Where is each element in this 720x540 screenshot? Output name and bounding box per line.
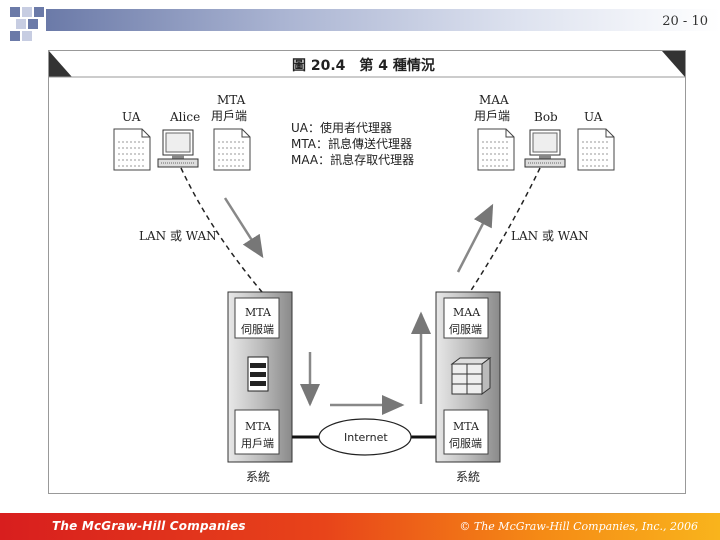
decor-square xyxy=(22,7,32,17)
right-bottom-box-line2: 伺服端 xyxy=(449,437,482,450)
right-lan-link: LAN 或 WAN xyxy=(456,167,589,293)
left-server-box-line1: MTA xyxy=(245,306,272,319)
left-system-label: 系統 xyxy=(246,470,270,484)
left-client-box-line2: 用戶端 xyxy=(241,437,274,450)
right-server-box-line1: MAA xyxy=(453,306,481,319)
decor-square xyxy=(22,31,32,41)
internet-label: Internet xyxy=(344,431,388,444)
alice-label: Alice xyxy=(169,110,200,124)
decor-square xyxy=(34,7,44,17)
header-gradient xyxy=(46,9,720,31)
left-mta-client-label-2: 用戶端 xyxy=(211,109,247,123)
legend-item-maa: MAA：訊息存取代理器 xyxy=(291,152,414,167)
slide-number: 20 - 10 xyxy=(662,14,708,29)
left-mta-client-document: MTA 用戶端 xyxy=(211,93,251,171)
right-network-label: LAN 或 WAN xyxy=(511,229,589,243)
left-system-tower: MTA 伺服端 MTA 用戶端 系統 xyxy=(227,291,293,484)
alice-computer-icon: Alice xyxy=(157,110,200,168)
decor-square xyxy=(28,19,38,29)
left-client-box-line1: MTA xyxy=(245,420,272,433)
right-bottom-box-line1: MTA xyxy=(453,420,480,433)
publisher-brand: The McGraw-Hill Companies xyxy=(52,519,246,533)
left-lan-link: LAN 或 WAN xyxy=(139,167,264,293)
right-ua-label: UA xyxy=(584,110,603,124)
legend-item-ua: UA：使用者代理器 xyxy=(291,120,392,135)
legend-item-mta: MTA：訊息傳送代理器 xyxy=(291,136,412,151)
internet-link: Internet xyxy=(292,418,436,456)
slide-footer: The McGraw-Hill Companies © The McGraw-H… xyxy=(0,513,720,540)
slide-header-bar: 20 - 10 xyxy=(0,0,720,46)
right-ua-document: UA xyxy=(577,110,615,171)
left-ua-label: UA xyxy=(122,110,141,124)
right-server-box-line2: 伺服端 xyxy=(449,323,482,336)
copyright-text: © The McGraw-Hill Companies, Inc., 2006 xyxy=(459,520,698,533)
decor-square xyxy=(10,31,20,41)
bob-computer-icon: Bob xyxy=(524,110,566,168)
queue-icon xyxy=(247,356,269,392)
left-mta-client-label-1: MTA xyxy=(217,93,246,107)
right-maa-client-label-2: 用戶端 xyxy=(474,109,510,123)
left-network-label: LAN 或 WAN xyxy=(139,229,217,243)
left-server-box-line2: 伺服端 xyxy=(241,323,274,336)
decor-square xyxy=(16,19,26,29)
figure-title-band: 圖 20.4 第 4 種情況 xyxy=(49,51,685,78)
right-maa-client-label-1: MAA xyxy=(479,93,509,107)
right-system-tower: MAA 伺服端 MTA 伺服端 系統 xyxy=(435,291,501,484)
left-ua-document: UA xyxy=(113,110,151,171)
bob-label: Bob xyxy=(534,110,558,124)
decor-square xyxy=(10,7,20,17)
mailbox-icon xyxy=(450,357,492,395)
right-maa-client-document: MAA 用戶端 xyxy=(474,93,515,171)
legend: UA：使用者代理器 MTA：訊息傳送代理器 MAA：訊息存取代理器 xyxy=(291,120,414,167)
figure-title: 圖 20.4 第 4 種情況 xyxy=(292,57,435,74)
internet-cloud xyxy=(318,418,412,456)
right-system-label: 系統 xyxy=(456,470,480,484)
